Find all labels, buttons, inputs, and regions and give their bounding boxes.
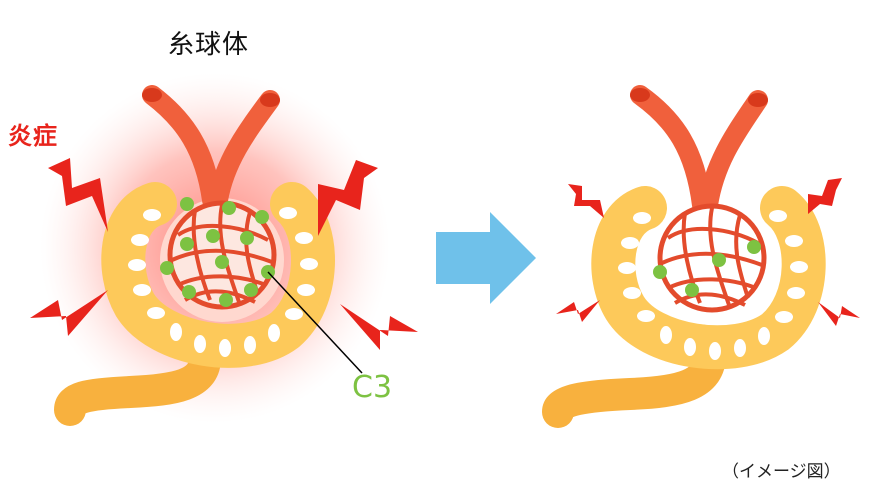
podocyte-cells-right — [618, 210, 808, 360]
c3-label: C3 — [352, 370, 393, 405]
podocyte-cells-left — [128, 207, 318, 357]
lightning-bolts-right — [556, 178, 860, 326]
image-note: （イメージ図） — [722, 462, 841, 482]
tubule-left — [54, 342, 221, 426]
inflamed-glomerulus — [30, 73, 418, 426]
c3-deposits-right — [653, 240, 761, 297]
capillary-tuft-right — [657, 203, 767, 313]
c3-pointer-line — [267, 271, 363, 374]
tubule-right — [542, 339, 726, 428]
vessels-right — [630, 85, 768, 215]
vessels-left — [142, 85, 280, 210]
glomerulus-title: 糸球体 — [168, 30, 250, 60]
normal-glomerulus — [542, 85, 860, 428]
c3-deposits-left — [160, 197, 275, 307]
lightning-bolts-left — [30, 158, 418, 350]
inflammation-label: 炎症 — [8, 122, 58, 150]
transition-arrow — [436, 212, 536, 304]
